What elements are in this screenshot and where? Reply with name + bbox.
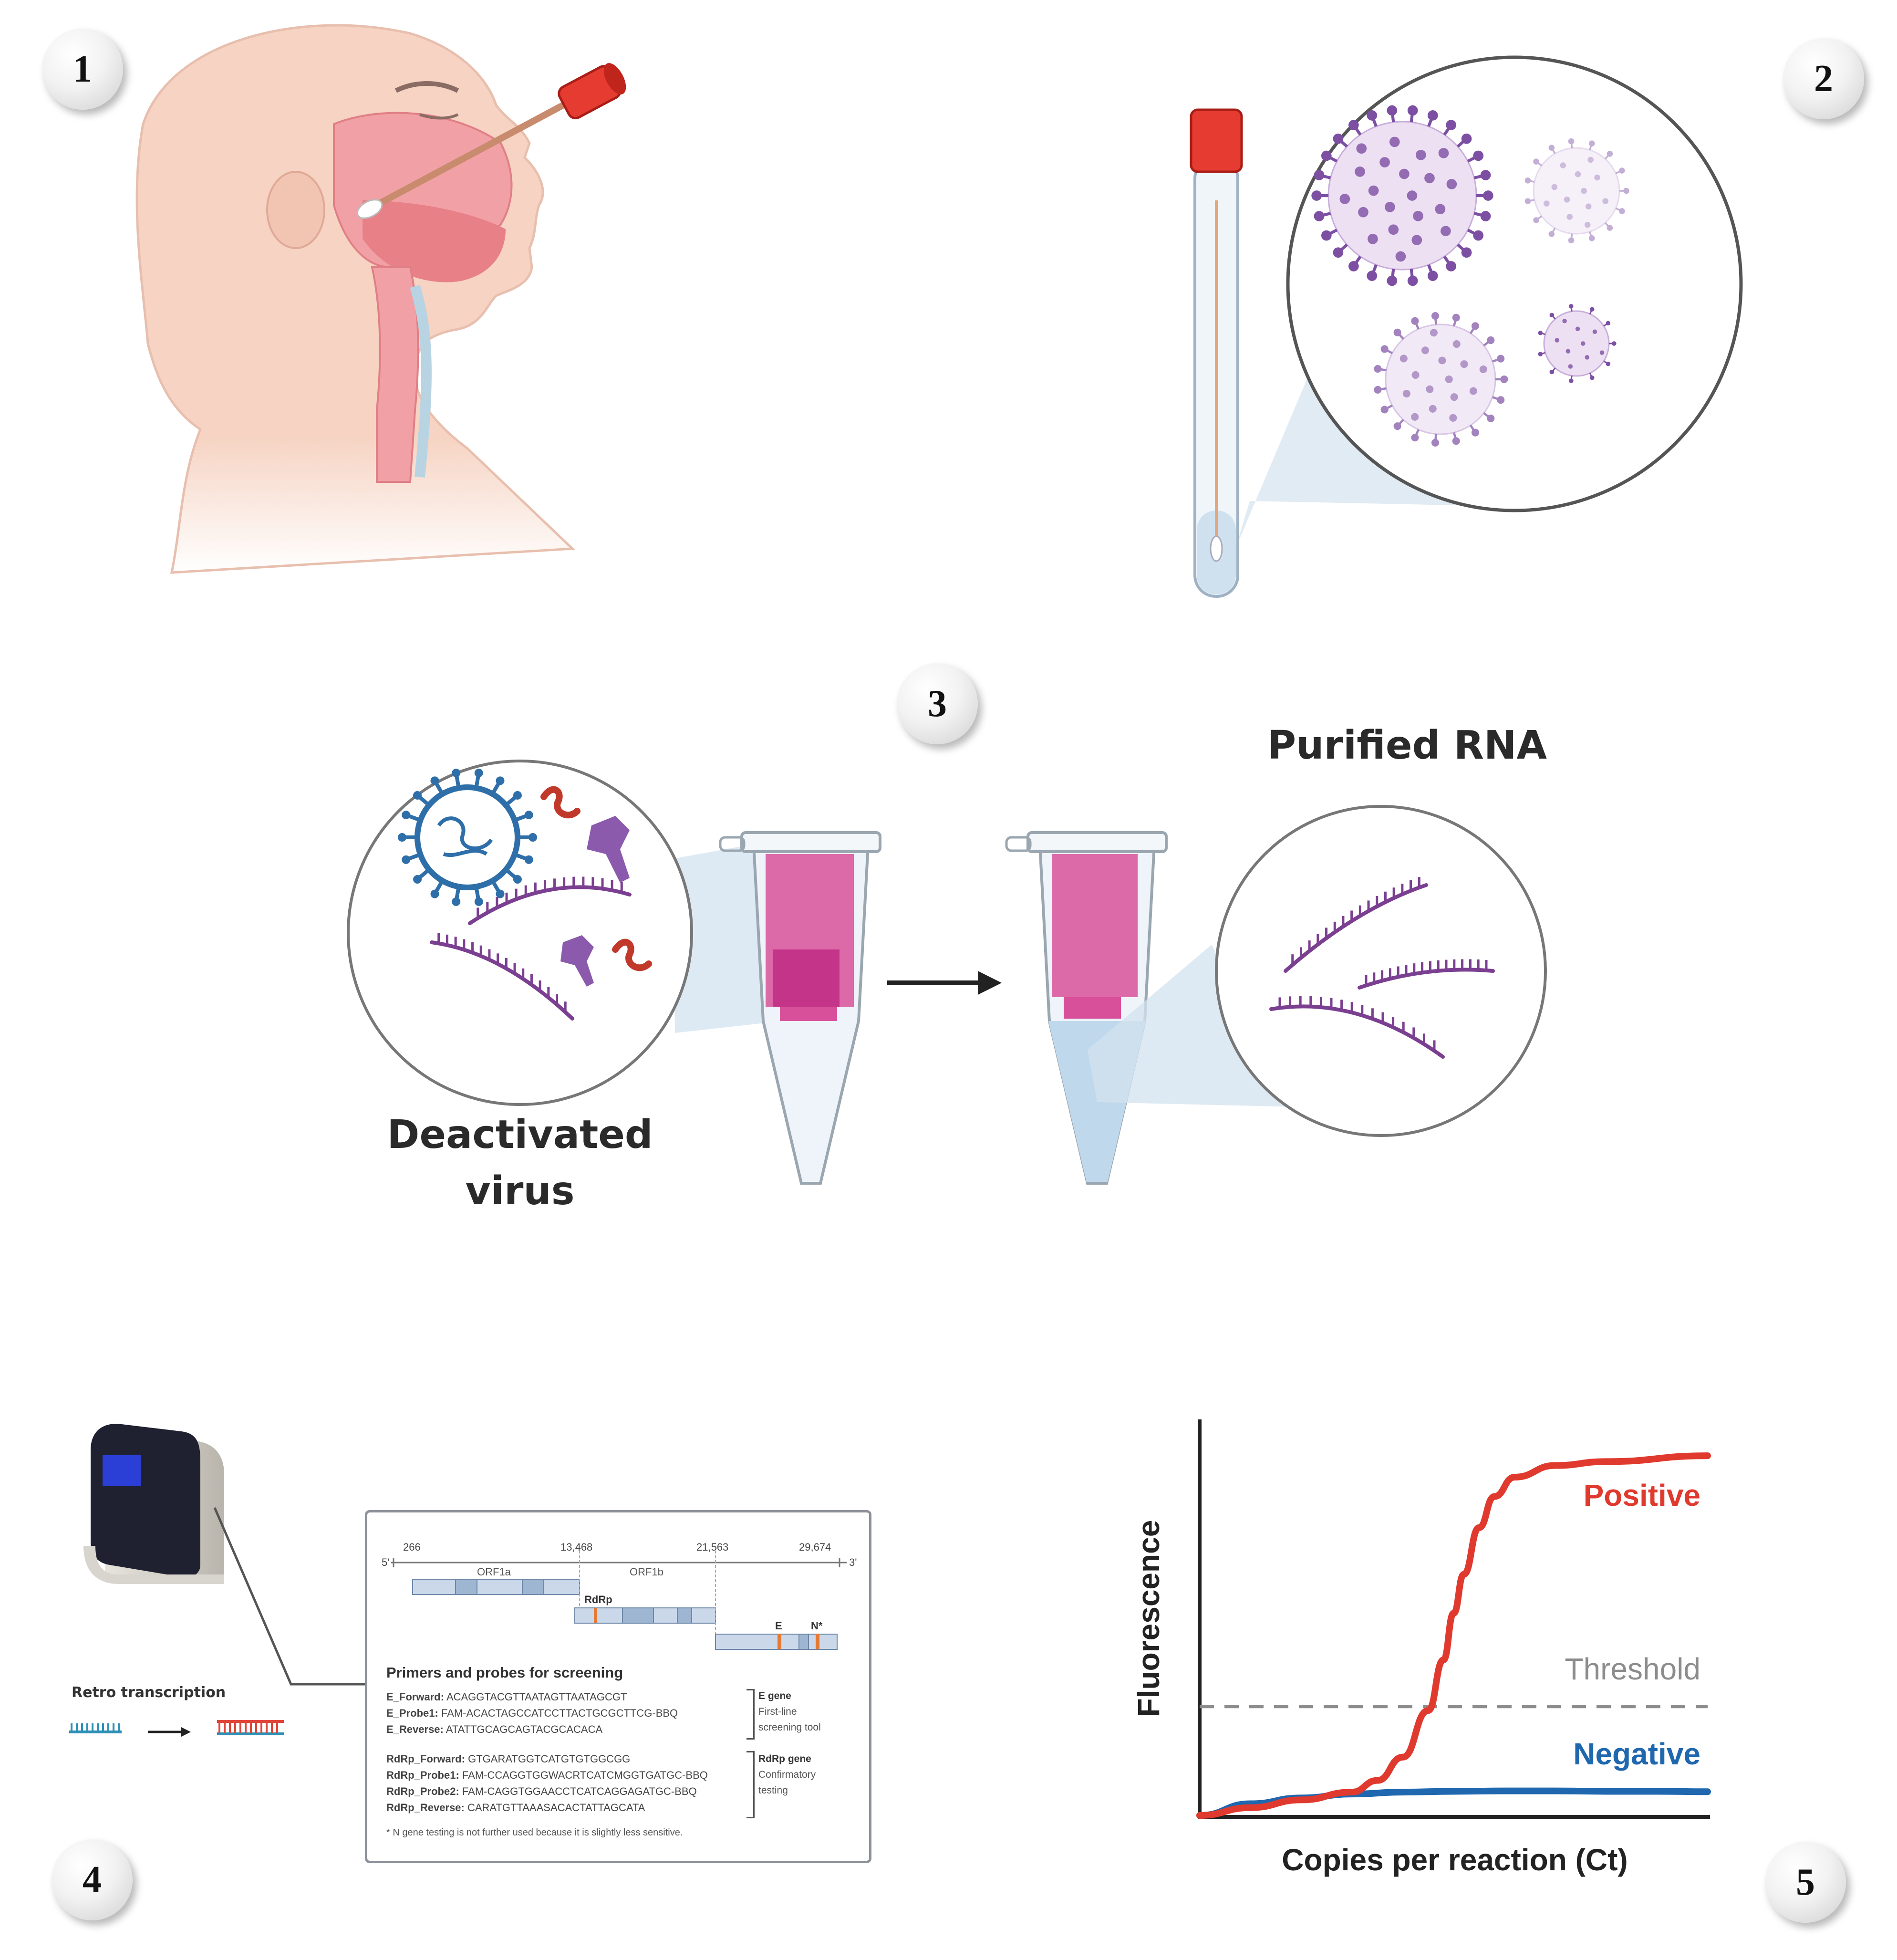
rna-strand [430,933,574,1021]
virus-particles [1311,105,1629,447]
protein-fragment [540,786,581,819]
primer-row: RdRp_Probe1: FAM-CCAGGTGGWACRTCATCMGGTGA… [386,1769,708,1781]
virus-particle [1374,312,1508,447]
rna-strand [1284,877,1428,973]
protein-shape [560,935,594,987]
deactivated-virus-label: Deactivated virus [387,1112,653,1214]
eye-shape [419,113,459,120]
swab-cap [558,63,626,120]
negative-label: Negative [1573,1737,1700,1771]
ear-shape [266,171,325,249]
rdrp-gene-bracket [746,1751,755,1818]
step-badge-2: 2 [1783,38,1864,119]
genome-pos-29674: 29,674 [799,1541,831,1553]
y-axis-label: Fluorescence [1131,1520,1166,1717]
genome-pos-21563: 21,563 [696,1541,729,1553]
rdrp-gene-primers: RdRp_Forward: GTGARATGGTCATGTGTGGCGG RdR… [386,1751,708,1816]
tube-cap [1190,108,1243,173]
positive-curve [1196,1452,1711,1819]
spine-shape [410,284,432,478]
extraction-tube-1 [719,831,881,1185]
step-badge-1: 1 [42,29,123,110]
swab-tip [356,199,383,219]
x-axis-label: Copies per reaction (Ct) [1282,1843,1627,1877]
process-arrow-head [978,971,1002,995]
virus-particle [1524,138,1629,244]
genome-pos-13468: 13,468 [560,1541,593,1553]
eyebrow-shape [394,81,459,93]
blue-virus [398,769,537,906]
orf1b-label: ORF1b [630,1566,663,1578]
connector-line [213,1507,365,1686]
purified-rna-circle [1215,805,1547,1137]
genome-map [391,1551,847,1650]
rdrp-label: RdRp [584,1594,612,1606]
positive-label: Positive [1584,1478,1700,1512]
orf1a-label: ORF1a [477,1566,511,1578]
three-prime-label: 3' [849,1556,857,1568]
primer-row: E_Probe1: FAM-ACACTAGCCATCCTTACTGCGCTTCG… [386,1707,678,1719]
genome-pos-266: 266 [403,1541,421,1553]
virus-particle [1311,105,1493,286]
virus-particle [1538,304,1617,383]
footnote: * N gene testing is not further used bec… [386,1827,683,1838]
primer-row: E_Forward: ACAGGTACGTTAATAGTTAATAGCGT [386,1691,627,1703]
e-gene-label: E [775,1620,782,1632]
pcr-machine-screen [103,1455,141,1486]
primer-row: RdRp_Reverse: CARATGTTAAASACACTATTAGCATA [386,1802,645,1814]
rna-strand [468,876,632,925]
n-gene-label: N* [811,1620,823,1632]
rna-strand [1358,959,1495,990]
primer-row: E_Reverse: ATATTGCAGCAGTACGCACACA [386,1723,603,1735]
tongue-shape [363,200,506,282]
primer-row: RdRp_Probe2: FAM-CAGGTGGAACCTCATCAGGAGAT… [386,1785,697,1797]
retro-transcription-label: Retro transcription [72,1684,226,1701]
primers-title: Primers and probes for screening [386,1664,623,1681]
pcr-machine-base [83,1546,224,1584]
tube-swab-tip [1210,535,1223,562]
step-badge-4: 4 [52,1839,133,1920]
step-badge-5: 5 [1765,1842,1846,1923]
five-prime-label: 5' [382,1556,390,1568]
e-gene-bracket [746,1689,755,1740]
protein-shape [587,816,630,883]
rdrp-gene-note: RdRp gene Confirmatory testing [758,1753,816,1796]
swab-stick [364,97,576,213]
protein-fragment [612,938,652,971]
primers-panel: 266 13,468 21,563 29,674 5' 3' ORF1a ORF… [365,1510,871,1863]
step-badge-3: 3 [897,663,978,744]
primer-row: RdRp_Forward: GTGARATGGTCATGTGTGGCGG [386,1753,631,1765]
rna-strand [1269,996,1445,1059]
e-gene-note: E gene First-line screening tool [758,1690,821,1733]
purified-rna-label: Purified RNA [1267,723,1547,768]
retro-transcription-diagram [69,1720,284,1737]
e-gene-primers: E_Forward: ACAGGTACGTTAATAGTTAATAGCGT E_… [386,1689,678,1738]
right-zoom-cone [1088,945,1297,1107]
threshold-label: Threshold [1565,1652,1700,1686]
